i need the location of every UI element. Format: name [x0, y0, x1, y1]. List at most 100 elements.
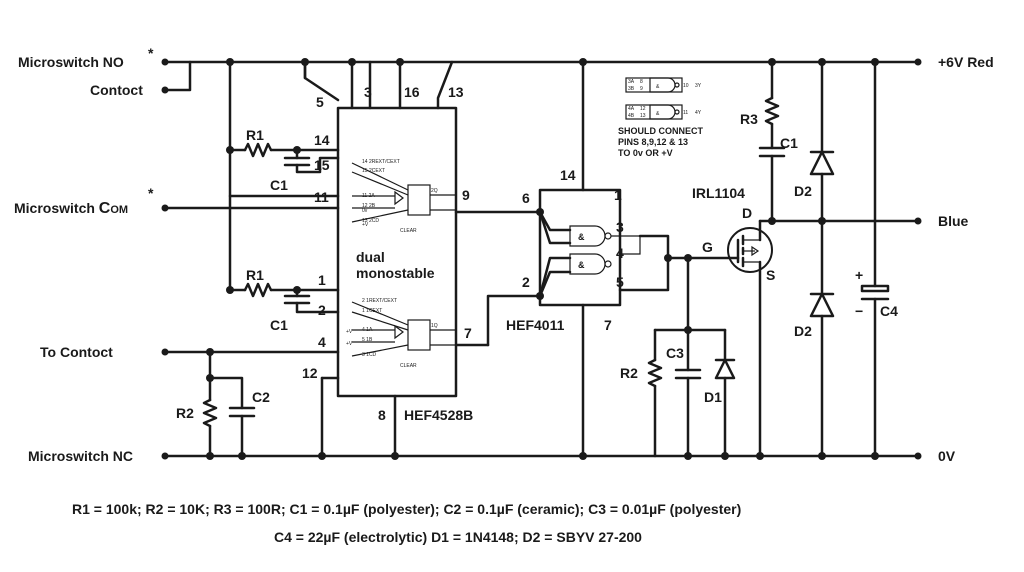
label-source-s: S: [766, 267, 775, 283]
legend-line-2: C4 = 22µF (electrolytic) D1 = 1N4148; D2…: [274, 529, 642, 545]
svg-text:4 1A: 4 1A: [362, 327, 373, 333]
label-r1-upper: R1: [246, 127, 264, 143]
label-r1-lower: R1: [246, 267, 264, 283]
label-to-contact: To Contoct: [40, 344, 113, 360]
pin-5b: 5: [616, 274, 624, 290]
ic-hef4528b: [336, 106, 458, 398]
capacitor-c4: [860, 284, 890, 293]
label-monostable: monostable: [356, 265, 435, 281]
contact-link-wire: [163, 60, 192, 92]
pin-8: 8: [378, 407, 386, 423]
terminal-plus6v: [914, 58, 922, 66]
terminal-to-contact: [161, 348, 169, 356]
label-microswitch-com: Microswitch COM: [14, 200, 128, 217]
resistor-r3: [764, 96, 780, 126]
resistor-r1-lower: [243, 282, 273, 298]
svg-text:5 1B: 5 1B: [362, 337, 373, 343]
pin-14b: 14: [560, 167, 576, 183]
svg-text:4A: 4A: [628, 106, 635, 112]
pin-3: 3: [364, 84, 372, 100]
svg-text:15 2CEXT: 15 2CEXT: [362, 168, 385, 174]
label-c1-upper: C1: [270, 177, 288, 193]
pin-5: 5: [316, 94, 324, 110]
svg-text:3Y: 3Y: [695, 83, 702, 89]
label-c1-snubber: C1: [780, 135, 798, 151]
junction: [226, 58, 234, 66]
svg-text:12: 12: [640, 106, 646, 112]
svg-text:−: −: [855, 303, 863, 319]
resistor-r1-upper: [243, 142, 273, 158]
label-irl1104: IRL1104: [692, 185, 745, 201]
svg-text:1 1CEXT: 1 1CEXT: [362, 308, 382, 314]
svg-text:&: &: [578, 232, 585, 242]
svg-text:3A: 3A: [628, 79, 635, 85]
svg-text:9: 9: [640, 86, 643, 92]
nand-gate-lower: &: [569, 253, 612, 275]
svg-text:13 2CD: 13 2CD: [362, 218, 379, 224]
note-line-1: SHOULD CONNECT: [618, 126, 704, 136]
pin-7: 7: [464, 325, 472, 341]
label-hef4011: HEF4011: [506, 317, 565, 333]
svg-text:&: &: [656, 84, 660, 90]
svg-text:1Q: 1Q: [431, 323, 438, 329]
label-blue: Blue: [938, 213, 969, 229]
label-d1: D1: [704, 389, 722, 405]
pin-13: 13: [448, 84, 464, 100]
svg-text:&: &: [656, 111, 660, 117]
svg-text:14 2REXT/CEXT: 14 2REXT/CEXT: [362, 159, 400, 165]
label-c2: C2: [252, 389, 270, 405]
svg-text:&: &: [578, 260, 585, 270]
svg-text:2Q: 2Q: [431, 188, 438, 194]
pin-1: 1: [318, 272, 326, 288]
resistor-r2-gate: [647, 358, 663, 388]
ic-hef4011: [538, 188, 622, 307]
svg-text:13: 13: [640, 113, 646, 119]
pin-2: 2: [318, 302, 326, 318]
legend-line-1: R1 = 100k; R2 = 10K; R3 = 100R; C1 = 0.1…: [72, 501, 741, 517]
label-c4: C4: [880, 303, 898, 319]
note-line-2: PINS 8,9,12 & 13: [618, 137, 688, 147]
svg-text:+: +: [855, 267, 863, 283]
svg-text:+V: +V: [346, 329, 353, 335]
svg-text:0v: 0v: [362, 208, 368, 214]
svg-text:3B: 3B: [628, 86, 635, 92]
label-d2-lower: D2: [794, 323, 812, 339]
terminal-0v: [914, 452, 922, 460]
terminal-blue: [914, 217, 922, 225]
resistor-r2-left: [202, 398, 218, 428]
note-line-3: TO 0v OR +V: [618, 148, 673, 158]
svg-text:10: 10: [683, 83, 689, 89]
label-gate-g: G: [702, 239, 713, 255]
label-asterisk-no: *: [148, 45, 154, 61]
monostable-internal-upper: [351, 162, 456, 223]
label-dual: dual: [356, 249, 385, 265]
pin-14: 14: [314, 132, 330, 148]
pin-3b: 3: [616, 219, 624, 235]
pin-9: 9: [462, 187, 470, 203]
pin-4: 4: [318, 334, 326, 350]
svg-text:CLEAR: CLEAR: [400, 363, 417, 369]
label-microswitch-nc: Microswitch NC: [28, 448, 133, 464]
terminal-no: [161, 58, 169, 66]
label-d2-upper: D2: [794, 183, 812, 199]
svg-text:3 1CD: 3 1CD: [362, 352, 377, 358]
label-r2-left: R2: [176, 405, 194, 421]
label-microswitch-no: Microswitch NO: [18, 54, 124, 70]
label-contact: Contoct: [90, 82, 143, 98]
pin-11: 11: [314, 189, 329, 205]
pin-1b: 1: [614, 187, 622, 203]
pin-4b: 4: [616, 245, 624, 261]
pin-16: 16: [404, 84, 420, 100]
svg-text:12 2B: 12 2B: [362, 203, 376, 209]
pin-7b: 7: [604, 317, 612, 333]
terminal-nc: [161, 452, 169, 460]
pin-15: 15: [314, 157, 330, 173]
label-drain-d: D: [742, 205, 752, 221]
label-c1-lower: C1: [270, 317, 288, 333]
label-r2-gate: R2: [620, 365, 638, 381]
svg-text:+V: +V: [362, 222, 369, 228]
label-asterisk-com: *: [148, 185, 154, 201]
